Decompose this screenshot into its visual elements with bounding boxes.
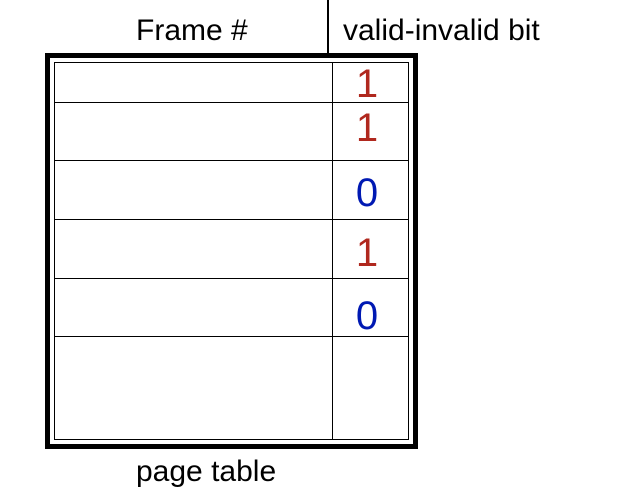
table-row: 1 — [55, 103, 408, 161]
table-row — [55, 337, 408, 439]
valid-invalid-bit-header: valid-invalid bit — [343, 14, 540, 47]
frame-number-header: Frame # — [136, 14, 248, 47]
header-divider — [327, 0, 329, 62]
table-row: 0 — [55, 279, 408, 337]
table-row: 1 — [55, 220, 408, 279]
table-row: 1 — [55, 62, 408, 106]
valid-bit-value: 1 — [355, 106, 379, 150]
page-table-caption: page table — [136, 455, 277, 488]
column-divider — [332, 63, 333, 439]
table-row: 0 — [55, 161, 408, 220]
invalid-bit-value: 0 — [355, 294, 379, 338]
valid-bit-value: 1 — [355, 62, 379, 106]
page-table: 1 1 0 1 0 — [45, 53, 418, 449]
page-table-inner-border: 1 1 0 1 0 — [54, 62, 409, 440]
valid-bit-value: 1 — [355, 231, 379, 275]
invalid-bit-value: 0 — [355, 171, 379, 215]
